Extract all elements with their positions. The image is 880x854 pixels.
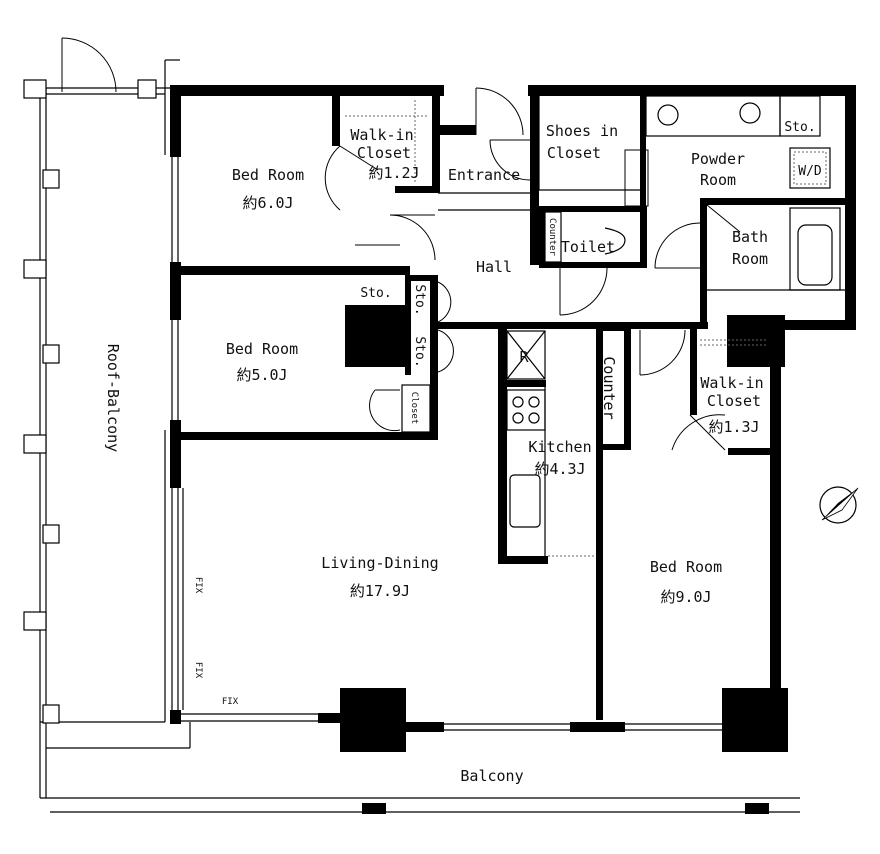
fridge-label: R: [519, 348, 529, 366]
roof-balcony-label: Roof-Balcony: [104, 344, 122, 452]
bath-room-name1: Bath: [732, 228, 768, 246]
kitchen-name: Kitchen: [528, 438, 591, 456]
bedroom3-name: Bed Room: [650, 558, 722, 576]
doors: [324, 87, 741, 451]
north-compass-icon: [819, 486, 859, 524]
shoes-closet-name1: Shoes in: [546, 122, 618, 140]
powder-room-name2: Room: [700, 171, 736, 189]
walls: [170, 85, 856, 752]
bath-room-name2: Room: [732, 250, 768, 268]
entrance-label: Entrance: [448, 166, 520, 184]
windows: [171, 157, 722, 731]
hall-label: Hall: [476, 258, 512, 276]
small-closet-label: Closet: [409, 392, 419, 425]
counter-label: Counter: [600, 356, 618, 419]
roof-balcony-outline: [23, 37, 180, 728]
counter-small-label: Counter: [547, 218, 557, 257]
shoes-closet-name2: Closet: [547, 144, 601, 162]
bedroom1-area: 約6.0J: [242, 194, 293, 212]
balcony-label: Balcony: [460, 767, 523, 785]
storage-c-label: Sto.: [412, 336, 427, 367]
living-dining-name: Living-Dining: [321, 554, 438, 572]
powder-room-name1: Powder: [691, 150, 745, 168]
walkin-closet1-name1: Walk-in: [350, 126, 413, 144]
walkin-closet1-area: 約1.2J: [368, 164, 419, 182]
living-dining-area: 約17.9J: [350, 582, 410, 600]
fixtures: [345, 95, 845, 557]
washer-dryer-label: W/D: [798, 164, 822, 179]
toilet-label: Toilet: [561, 238, 615, 256]
bedroom1-name: Bed Room: [232, 166, 304, 184]
fix-label-3: FIX: [222, 697, 239, 707]
walkin-closet2-area: 約1.3J: [708, 418, 759, 436]
walkin-closet1-name2: Closet: [357, 144, 411, 162]
bedroom2-area: 約5.0J: [236, 366, 287, 384]
walkin-closet2-name2: Closet: [707, 392, 761, 410]
room-labels: Roof-Balcony Bed Room 約6.0J Walk-in Clos…: [104, 120, 822, 785]
storage-a-label: Sto.: [360, 286, 391, 301]
kitchen-area: 約4.3J: [534, 460, 585, 478]
walkin-closet2-name1: Walk-in: [700, 374, 763, 392]
storage-b-label: Sto.: [412, 284, 427, 315]
storage-top-label: Sto.: [784, 120, 815, 135]
bedroom2-name: Bed Room: [226, 340, 298, 358]
balcony-outline: [39, 722, 800, 814]
fix-label-2: FIX: [193, 662, 203, 679]
bedroom3-area: 約9.0J: [660, 588, 711, 606]
fix-label-1: FIX: [193, 577, 203, 594]
